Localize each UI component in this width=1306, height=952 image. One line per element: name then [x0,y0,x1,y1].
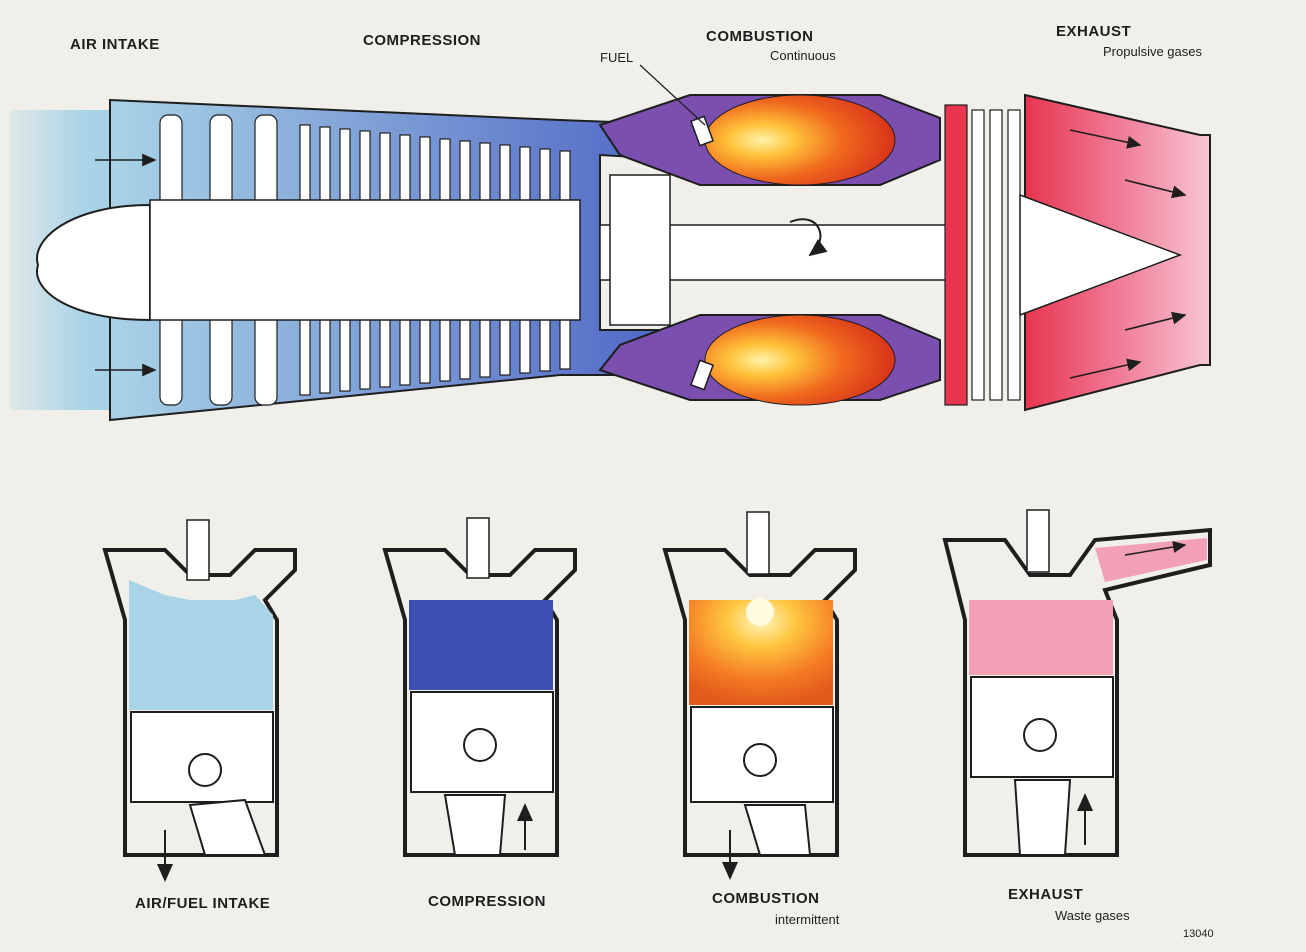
spark-flash [746,598,774,626]
connecting-rod [1013,779,1072,856]
spark-plug [186,519,210,581]
fuel-pointer-line [639,64,706,126]
jet-exhaust-cone [1019,193,1183,317]
gudgeon-pin [188,753,222,787]
jet-stage-label-combustion: COMBUSTION [706,28,814,45]
spark-plug [1026,509,1050,573]
piston-stage-label-intake: AIR/FUEL INTAKE [135,895,271,912]
jet-flame-top [704,94,896,186]
spark-plug [466,517,490,579]
fuel-label: FUEL [600,50,634,65]
jet-stage-label-exhaust: EXHAUST [1056,23,1132,40]
jet-airflow-arrows [95,129,1187,379]
turbine-blades [944,104,1021,406]
piston-stage-label-exhaust: EXHAUST [1008,886,1084,903]
cylinder-charge [969,600,1113,675]
connecting-rod [188,798,267,856]
gudgeon-pin [1023,718,1057,752]
jet-stage-sublabel-exhaust: Propulsive gases [1103,44,1202,59]
piston-cylinder-combustion [662,511,857,880]
piston-stage-label-combustion: COMBUSTION [712,890,820,907]
jet-stage-label-compression: COMPRESSION [363,32,482,49]
piston-stage-label-compression: COMPRESSION [428,893,547,910]
jet-nose-cone [36,203,151,322]
connecting-rod [443,794,507,856]
gudgeon-pin [743,743,777,777]
cylinder-charge [689,600,833,705]
fuel-injectors [690,115,714,391]
exhaust-gas-arrow [1124,541,1187,556]
jet-shaft-bearing [609,174,671,326]
cylinder-charge [129,580,273,710]
spark-plug [746,511,770,575]
jet-compressor-drum [149,199,581,321]
piston-cylinder-intake [102,519,297,882]
shaft-rotation-arrow [789,218,828,257]
jet-stage-sublabel-combustion: Continuous [770,48,836,63]
piston-cylinder-compression [382,517,577,857]
connecting-rod [743,804,812,856]
jet-engine [10,64,1211,422]
cylinder-charge [409,600,553,690]
jet-stage-label-intake: AIR INTAKE [70,36,160,53]
figure-number: 13040 [1183,928,1214,940]
piston-stage-sublabel-exhaust: Waste gases [1055,908,1130,923]
jet-flame-bottom [704,314,896,406]
gudgeon-pin [463,728,497,762]
piston-stage-sublabel-combustion: intermittent [775,912,840,927]
piston-cylinder-exhaust [942,509,1212,857]
